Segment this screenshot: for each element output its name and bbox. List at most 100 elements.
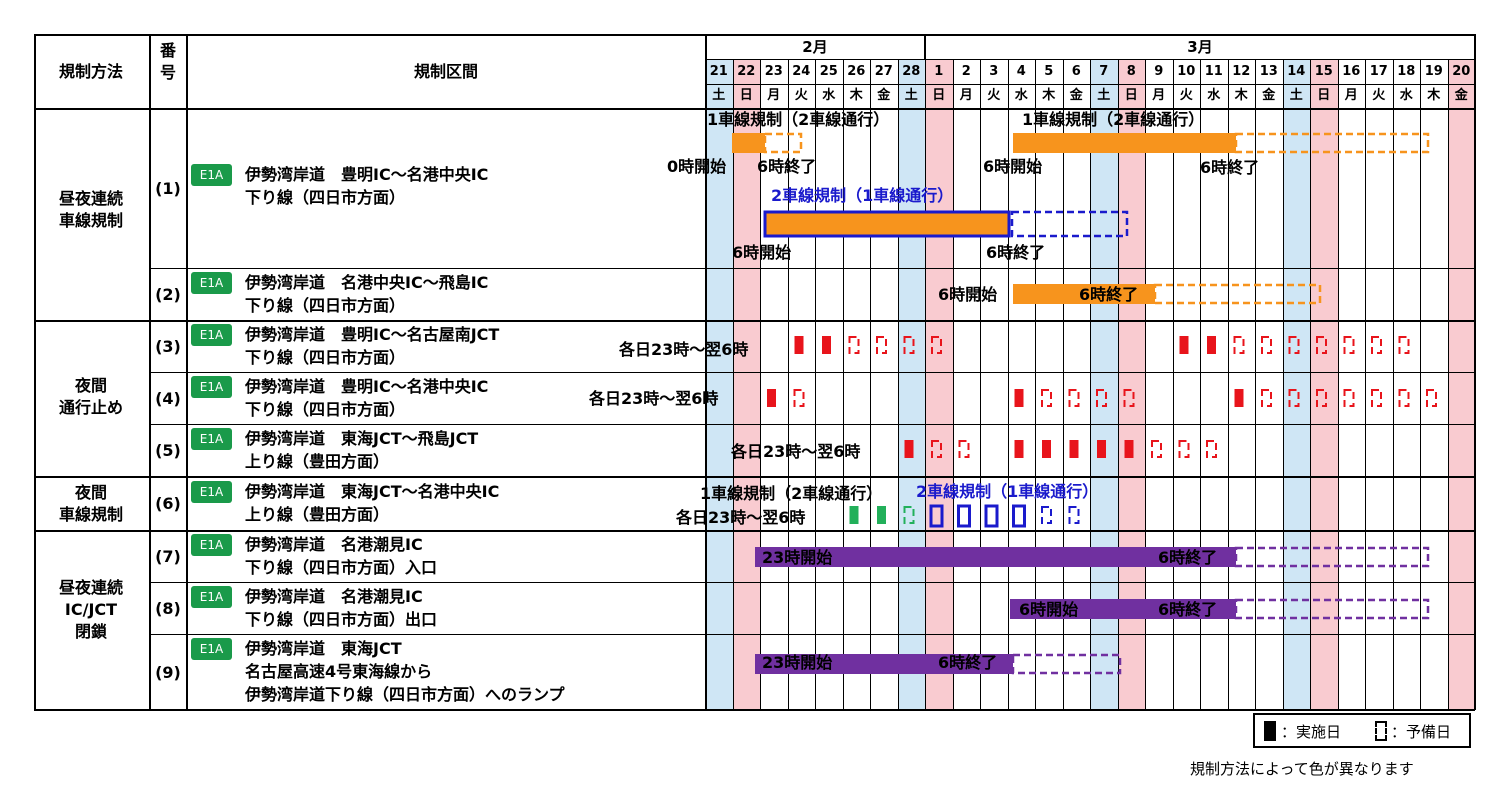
row-number: (2) — [155, 285, 181, 304]
weekend-column — [925, 60, 953, 709]
bar-closure-reserve — [1234, 598, 1430, 620]
section-text: 伊勢湾岸道 豊明IC～名港中央IC — [245, 165, 489, 184]
row-number: (5) — [155, 441, 181, 460]
mark-reserve — [1041, 506, 1052, 524]
day-number: 24 — [792, 64, 811, 79]
ann-lane2-b: 2車線規制（1車線通行） — [916, 482, 1099, 501]
mark-done — [1097, 440, 1106, 458]
grid-line — [1007, 60, 1009, 709]
weekday: 月 — [1344, 88, 1358, 103]
section-text: 伊勢湾岸道 名港潮見IC — [245, 535, 423, 554]
day-number: 1 — [934, 64, 944, 79]
weekday: 金 — [1454, 88, 1468, 103]
month-mar: 3月 — [1187, 38, 1213, 56]
header-method: 規制方法 — [58, 62, 123, 81]
section-text: 名古屋高速4号東海線から — [245, 662, 433, 681]
mark-reserve — [1151, 440, 1162, 458]
ann-nightly-4: 各日23時～翌6時 — [589, 389, 719, 408]
weekday: 火 — [987, 88, 1001, 103]
grid-line — [1365, 60, 1366, 709]
day-number: 14 — [1287, 64, 1306, 79]
grid-line — [34, 34, 36, 710]
ann-end6-e: 6時終了 — [1158, 548, 1218, 567]
bar-lane2-reserve — [1010, 210, 1129, 238]
grid-line — [34, 709, 1475, 711]
ann-start6-a: 6時開始 — [983, 157, 1043, 176]
row-number: (4) — [155, 389, 181, 408]
ann-lane1-c: 1車線規制（2車線通行） — [700, 484, 883, 503]
ann-end6-f: 6時終了 — [1158, 600, 1218, 619]
grid-line — [897, 60, 899, 709]
weekday: 土 — [712, 88, 726, 103]
legend-done-label: ：実施日 — [1281, 723, 1342, 741]
mark-reserve — [1206, 440, 1217, 458]
grid-line — [1227, 60, 1229, 709]
route-badge: E1A — [191, 586, 232, 608]
mark-reserve — [1178, 440, 1190, 458]
mark-reserve — [1398, 389, 1410, 407]
mark-reserve — [1288, 336, 1300, 354]
section-text: 下り線（四日市方面）出口 — [245, 610, 438, 629]
mark-reserve — [1288, 389, 1300, 407]
bar-lane1-reserve — [1234, 132, 1430, 154]
section-text: 下り線（四日市方面） — [245, 348, 406, 367]
grid-line — [149, 372, 1475, 373]
weekday: 水 — [1207, 88, 1221, 103]
mark-done — [929, 504, 944, 528]
ann-lane2-a: 2車線規制（1車線通行） — [771, 186, 954, 205]
bar-lane1-done — [1013, 284, 1155, 304]
day-number: 6 — [1071, 64, 1081, 79]
grid-line — [1337, 60, 1339, 709]
mark-reserve — [1123, 389, 1135, 407]
mark-done — [984, 504, 999, 528]
grid-line — [870, 60, 871, 709]
weekday: 火 — [1179, 88, 1193, 103]
bar-lane2-done — [763, 210, 1011, 238]
mark-reserve — [1041, 389, 1052, 407]
mark-reserve — [1426, 389, 1437, 407]
mark-reserve — [1316, 336, 1327, 354]
mark-reserve — [1316, 389, 1327, 407]
weekday: 月 — [959, 88, 973, 103]
grid-line — [1282, 60, 1284, 709]
row-number: (8) — [155, 599, 181, 618]
holiday-column — [1447, 60, 1475, 709]
section-text: 伊勢湾岸道 東海JCT — [245, 639, 402, 658]
mark-reserve — [1371, 336, 1382, 354]
day-number: 7 — [1099, 64, 1109, 79]
day-number: 12 — [1232, 64, 1251, 79]
weekday: 火 — [1372, 88, 1386, 103]
mark-done — [1014, 440, 1024, 458]
legend-note: 規制方法によって色が異なります — [1190, 760, 1414, 778]
grid-line — [1255, 60, 1256, 709]
mark-reserve — [1343, 336, 1355, 354]
weekday: 月 — [767, 88, 781, 103]
bar-closure-reserve — [1011, 653, 1122, 675]
grid-line — [34, 34, 1475, 36]
grid-line — [705, 59, 1475, 60]
mark-reserve — [903, 506, 915, 524]
grid-line — [149, 634, 1475, 635]
section-text: 下り線（四日市方面） — [245, 188, 406, 207]
grid-line — [149, 34, 151, 709]
mark-done — [1207, 336, 1216, 354]
ann-end6-b: 6時終了 — [1200, 158, 1260, 177]
day-number: 20 — [1452, 64, 1471, 79]
mark-reserve — [931, 336, 942, 354]
weekend-column — [705, 60, 733, 709]
bar-closure-done — [755, 547, 1236, 567]
day-number: 11 — [1204, 64, 1223, 79]
grid-line — [980, 60, 981, 709]
month-feb: 2月 — [802, 38, 828, 56]
day-number: 9 — [1154, 64, 1164, 79]
grid-line — [186, 34, 188, 709]
mark-done — [957, 504, 971, 528]
row-number: (6) — [155, 494, 181, 513]
row-number: (3) — [155, 337, 181, 356]
section-text: 下り線（四日市方面）入口 — [245, 558, 438, 577]
day-number: 15 — [1314, 64, 1333, 79]
weekday: 木 — [1042, 88, 1056, 103]
route-badge: E1A — [191, 534, 232, 556]
